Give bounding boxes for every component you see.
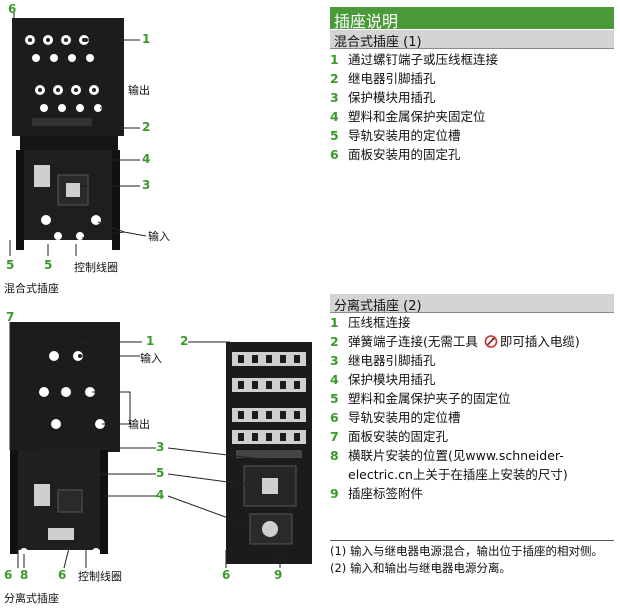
callout-4: 4 xyxy=(142,152,151,166)
label-coil: 控制线圈 xyxy=(74,261,118,274)
title-bar: 插座说明 xyxy=(330,7,614,31)
callout-6-b1: 6 xyxy=(4,568,13,582)
label-input: 输入 xyxy=(148,230,170,243)
callout-4-b: 4 xyxy=(156,488,165,502)
callout-1: 1 xyxy=(142,32,151,46)
callout-5-b: 5 xyxy=(156,466,165,480)
hybrid-subtitle: 混合式插座 (1) xyxy=(334,35,422,50)
callout-3-b: 3 xyxy=(156,440,165,454)
callout-3: 3 xyxy=(142,178,151,192)
separate-caption: 分离式插座 xyxy=(4,592,59,605)
footnotes: (1) 输入与继电器电源混合，输出位于插座的相对侧。 (2) 输入和输出与继电器… xyxy=(330,540,614,577)
callout-5b: 5 xyxy=(44,258,53,272)
label-output-b: 输出 xyxy=(128,418,150,431)
hybrid-subtitle-bar: 混合式插座 (1) xyxy=(330,30,614,50)
no-tool-icon xyxy=(484,335,498,348)
label-output: 输出 xyxy=(128,84,150,97)
callout-1-b: 1 xyxy=(146,334,155,348)
callout-6-b3: 6 xyxy=(222,568,231,582)
callout-6-b2: 6 xyxy=(58,568,67,582)
callout-2-b: 2 xyxy=(180,334,189,348)
label-input-b: 输入 xyxy=(140,352,162,365)
hybrid-caption: 混合式插座 xyxy=(4,282,59,295)
separate-subtitle-bar: 分离式插座 (2) xyxy=(330,294,614,314)
callout-9: 9 xyxy=(274,568,283,582)
footnote-2: (2) 输入和输出与继电器电源分离。 xyxy=(330,561,511,575)
label-coil-b: 控制线圈 xyxy=(78,570,122,583)
callout-5a: 5 xyxy=(6,258,15,272)
hybrid-socket-drawing xyxy=(9,12,147,256)
separate-subtitle: 分离式插座 (2) xyxy=(334,299,422,314)
callout-2: 2 xyxy=(142,120,151,134)
callout-7: 7 xyxy=(6,310,15,324)
page-title: 插座说明 xyxy=(334,12,399,31)
separate-socket-drawing xyxy=(9,322,312,569)
callout-6: 6 xyxy=(8,2,17,16)
footnote-1: (1) 输入与继电器电源混合，输出位于插座的相对侧。 xyxy=(330,544,603,558)
callout-8: 8 xyxy=(20,568,29,582)
